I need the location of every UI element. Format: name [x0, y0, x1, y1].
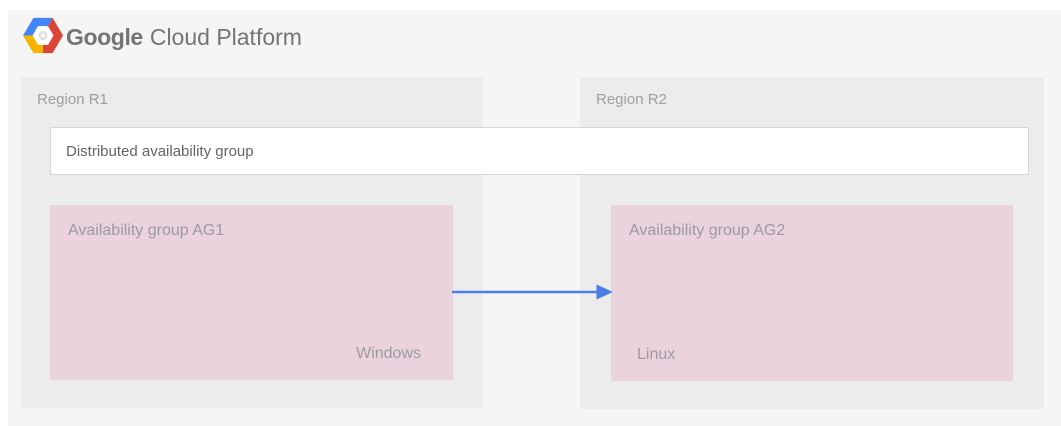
region-r2-label: Region R2 [596, 91, 667, 108]
availability-group-ag2-label: Availability group AG2 [629, 222, 786, 239]
brand-google: Google [66, 24, 143, 50]
distributed-availability-group-label: Distributed availability group [66, 142, 254, 160]
replication-arrow-icon [452, 284, 613, 300]
gcp-logo-icon [23, 17, 63, 54]
availability-group-ag2-box: Availability group AG2 Linux [611, 205, 1013, 381]
ag2-os-label-linux: Linux [637, 346, 676, 363]
distributed-availability-group-box: Distributed availability group [50, 127, 1029, 175]
availability-group-ag1-box: Availability group AG1 Windows [50, 205, 453, 380]
ag1-os-label-windows: Windows [356, 345, 421, 362]
region-r1-label: Region R1 [37, 91, 108, 108]
brand-cloud-platform: Cloud Platform [149, 24, 302, 50]
availability-group-ag1-label: Availability group AG1 [68, 222, 225, 239]
